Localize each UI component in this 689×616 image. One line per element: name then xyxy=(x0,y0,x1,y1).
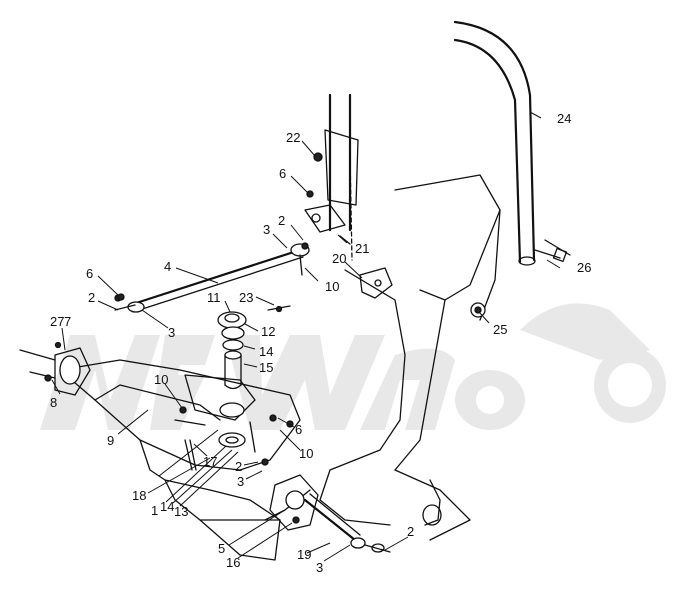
callout-9: 9 xyxy=(107,433,114,448)
callout-14-upper: 14 xyxy=(259,344,273,359)
callout-25: 25 xyxy=(493,322,507,337)
callout-22: 22 xyxy=(286,130,300,145)
left-spindle xyxy=(19,341,91,396)
callout-3-left: 3 xyxy=(168,325,175,340)
callout-2-mid: 2 xyxy=(235,459,242,474)
callout-27: 27 xyxy=(50,314,64,329)
mount-bracket xyxy=(359,267,393,299)
callout-1: 1 xyxy=(151,503,158,518)
callout-6-right: 6 xyxy=(295,422,302,437)
callout-5: 5 xyxy=(218,541,225,556)
callout-10-right: 10 xyxy=(299,446,313,461)
callout-11: 11 xyxy=(207,290,221,305)
callout-3-upper: 3 xyxy=(263,222,270,237)
callout-16: 16 xyxy=(226,555,240,570)
callout-23: 23 xyxy=(239,290,253,305)
callout-6-upper: 6 xyxy=(279,166,286,181)
callout-8: 8 xyxy=(50,395,57,410)
pivot-stack xyxy=(217,311,247,390)
right-spindle-drag-link xyxy=(269,474,391,553)
callout-labels: 24 26 25 22 6 2 3 21 20 10 4 6 2 3 23 11… xyxy=(50,111,591,575)
body-panel xyxy=(319,174,501,541)
callout-19: 19 xyxy=(297,547,311,562)
steering-post-assembly xyxy=(304,93,359,261)
callout-10-left: 10 xyxy=(154,372,168,387)
callout-24: 24 xyxy=(557,111,571,126)
fasteners xyxy=(117,152,486,471)
callout-14-lower: 14 xyxy=(160,499,174,514)
callout-3-lower: 3 xyxy=(316,560,323,575)
callout-18: 18 xyxy=(132,488,146,503)
callout-13: 13 xyxy=(174,504,188,519)
watermark-logo xyxy=(40,303,666,430)
callout-12: 12 xyxy=(261,324,275,339)
callout-3-mid: 3 xyxy=(237,474,244,489)
callout-26: 26 xyxy=(577,260,591,275)
callout-leaders xyxy=(51,111,561,562)
callout-2-lower: 2 xyxy=(407,524,414,539)
callout-7: 7 xyxy=(64,314,71,329)
callout-15: 15 xyxy=(259,360,273,375)
callout-2-upper: 2 xyxy=(278,213,285,228)
callout-17: 17 xyxy=(203,454,217,469)
handlebar-tube xyxy=(453,20,571,266)
callout-10-upper: 10 xyxy=(325,279,339,294)
callout-20: 20 xyxy=(332,251,346,266)
callout-4: 4 xyxy=(164,259,171,274)
callout-6-left: 6 xyxy=(86,266,93,281)
callout-2-left: 2 xyxy=(88,290,95,305)
callout-21: 21 xyxy=(355,241,369,256)
